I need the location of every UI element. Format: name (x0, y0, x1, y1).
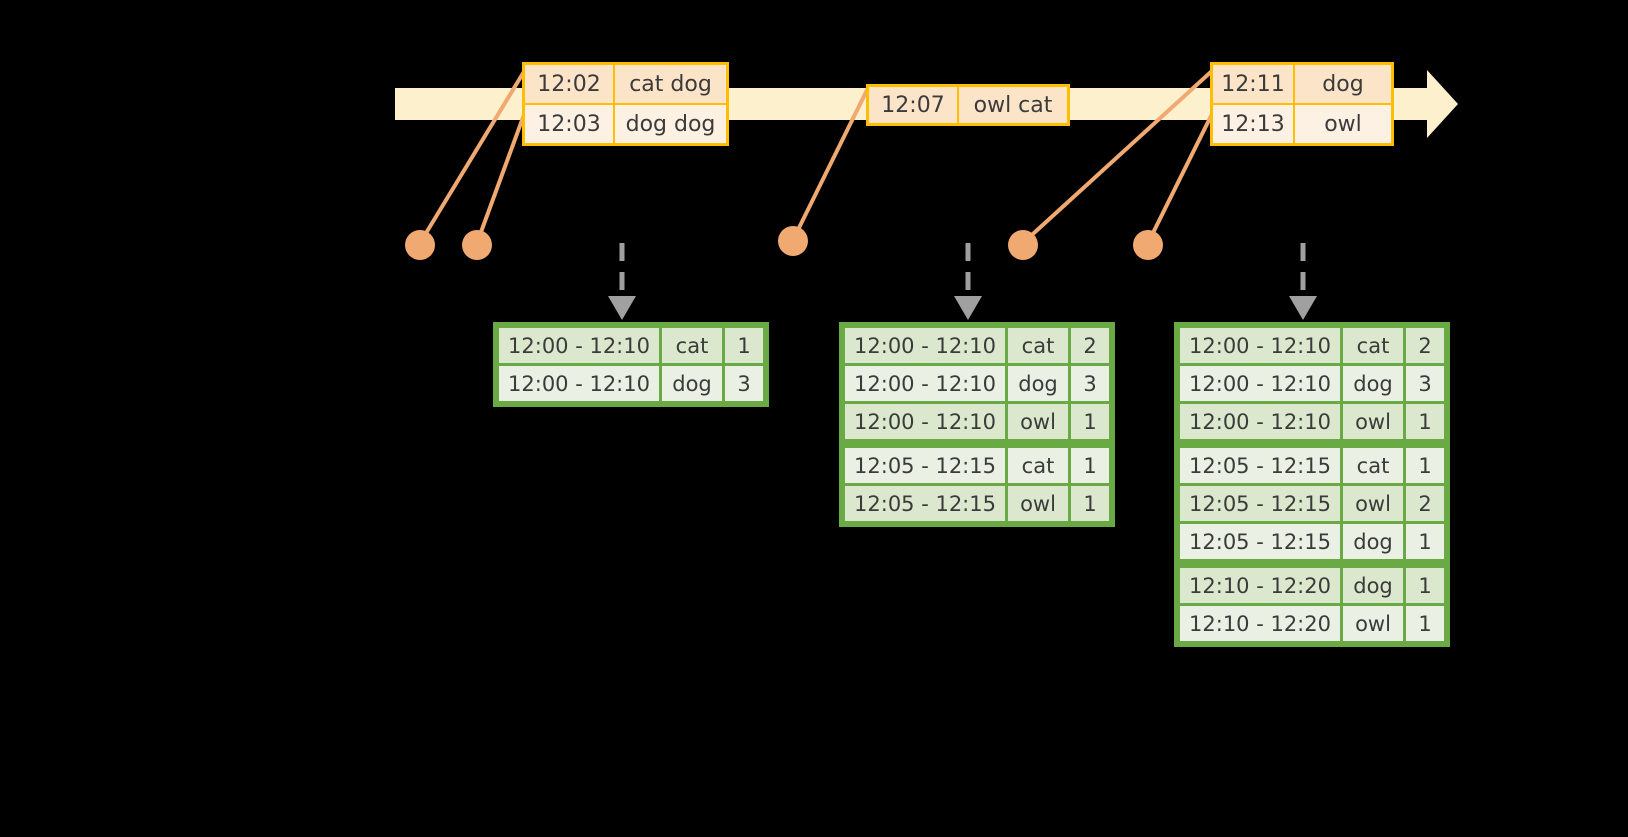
cell-count: 2 (1071, 328, 1109, 363)
cell-window: 12:05 - 12:15 (845, 448, 1005, 483)
marker-12-11 (1008, 230, 1038, 260)
cell-count: 1 (1406, 606, 1444, 641)
cell-word: dog (1008, 366, 1068, 401)
cell-window: 12:05 - 12:15 (845, 486, 1005, 521)
cell-count: 2 (1406, 486, 1444, 521)
cell-count: 1 (1406, 448, 1444, 483)
cell-word: owl (1008, 486, 1068, 521)
event-time: 12:07 (869, 87, 959, 123)
cell-window: 12:00 - 12:10 (1180, 404, 1340, 439)
cell-window: 12:05 - 12:15 (1180, 524, 1340, 559)
event-connector-lines (418, 68, 1215, 245)
cell-window: 12:05 - 12:15 (1180, 486, 1340, 521)
cell-window: 12:00 - 12:10 (845, 328, 1005, 363)
cell-count: 3 (725, 366, 763, 401)
cell-count: 1 (1406, 404, 1444, 439)
cell-window: 12:10 - 12:20 (1180, 606, 1340, 641)
cell-count: 2 (1406, 328, 1444, 363)
table-trigger-arrowheads (608, 296, 1317, 320)
marker-12-07 (778, 226, 808, 256)
event-text: owl cat (959, 87, 1067, 123)
cell-window: 12:00 - 12:10 (845, 366, 1005, 401)
event-row[interactable]: 12:13 owl (1213, 103, 1391, 143)
table-trigger-arrows (619, 243, 1306, 300)
event-time: 12:11 (1213, 65, 1295, 103)
cell-window: 12:00 - 12:10 (845, 404, 1005, 439)
cell-word: dog (1343, 568, 1403, 603)
cell-count: 1 (1071, 448, 1109, 483)
cell-word: cat (662, 328, 722, 363)
cell-word: dog (1343, 524, 1403, 559)
cell-word: owl (1343, 404, 1403, 439)
cell-window: 12:00 - 12:10 (499, 366, 659, 401)
cell-word: cat (1008, 448, 1068, 483)
cell-window: 12:10 - 12:20 (1180, 568, 1340, 603)
cell-word: owl (1008, 404, 1068, 439)
group-separator (1180, 442, 1444, 445)
event-box-group-2[interactable]: 12:07 owl cat (866, 84, 1070, 126)
event-time: 12:03 (525, 105, 615, 143)
cell-window: 12:00 - 12:10 (1180, 328, 1340, 363)
cell-word: cat (1008, 328, 1068, 363)
cell-word: owl (1343, 486, 1403, 521)
cell-window: 12:05 - 12:15 (1180, 448, 1340, 483)
timeline-arrowhead (1427, 70, 1458, 138)
event-time: 12:02 (525, 65, 615, 103)
event-row[interactable]: 12:02 cat dog (525, 65, 726, 103)
cell-word: dog (662, 366, 722, 401)
cell-window: 12:00 - 12:10 (1180, 366, 1340, 401)
event-marker-dots (405, 226, 1163, 260)
cell-count: 3 (1071, 366, 1109, 401)
cell-word: owl (1343, 606, 1403, 641)
event-row[interactable]: 12:03 dog dog (525, 103, 726, 143)
group-separator (1180, 562, 1444, 565)
cell-count: 1 (725, 328, 763, 363)
cell-count: 1 (1406, 568, 1444, 603)
cell-count: 1 (1071, 404, 1109, 439)
marker-12-03 (462, 230, 492, 260)
event-box-group-1[interactable]: 12:02 cat dog 12:03 dog dog (522, 62, 729, 146)
event-text: cat dog (615, 65, 726, 103)
event-box-group-3[interactable]: 12:11 dog 12:13 owl (1210, 62, 1394, 146)
event-row[interactable]: 12:11 dog (1213, 65, 1391, 103)
cell-count: 1 (1406, 524, 1444, 559)
event-row[interactable]: 12:07 owl cat (869, 87, 1067, 123)
event-text: owl (1295, 105, 1391, 143)
group-separator (845, 442, 1109, 445)
event-time: 12:13 (1213, 105, 1295, 143)
cell-count: 1 (1071, 486, 1109, 521)
cell-word: cat (1343, 328, 1403, 363)
event-text: dog (1295, 65, 1391, 103)
cell-word: cat (1343, 448, 1403, 483)
marker-12-02 (405, 230, 435, 260)
cell-word: dog (1343, 366, 1403, 401)
marker-12-13 (1133, 230, 1163, 260)
event-text: dog dog (615, 105, 726, 143)
cell-window: 12:00 - 12:10 (499, 328, 659, 363)
cell-count: 3 (1406, 366, 1444, 401)
